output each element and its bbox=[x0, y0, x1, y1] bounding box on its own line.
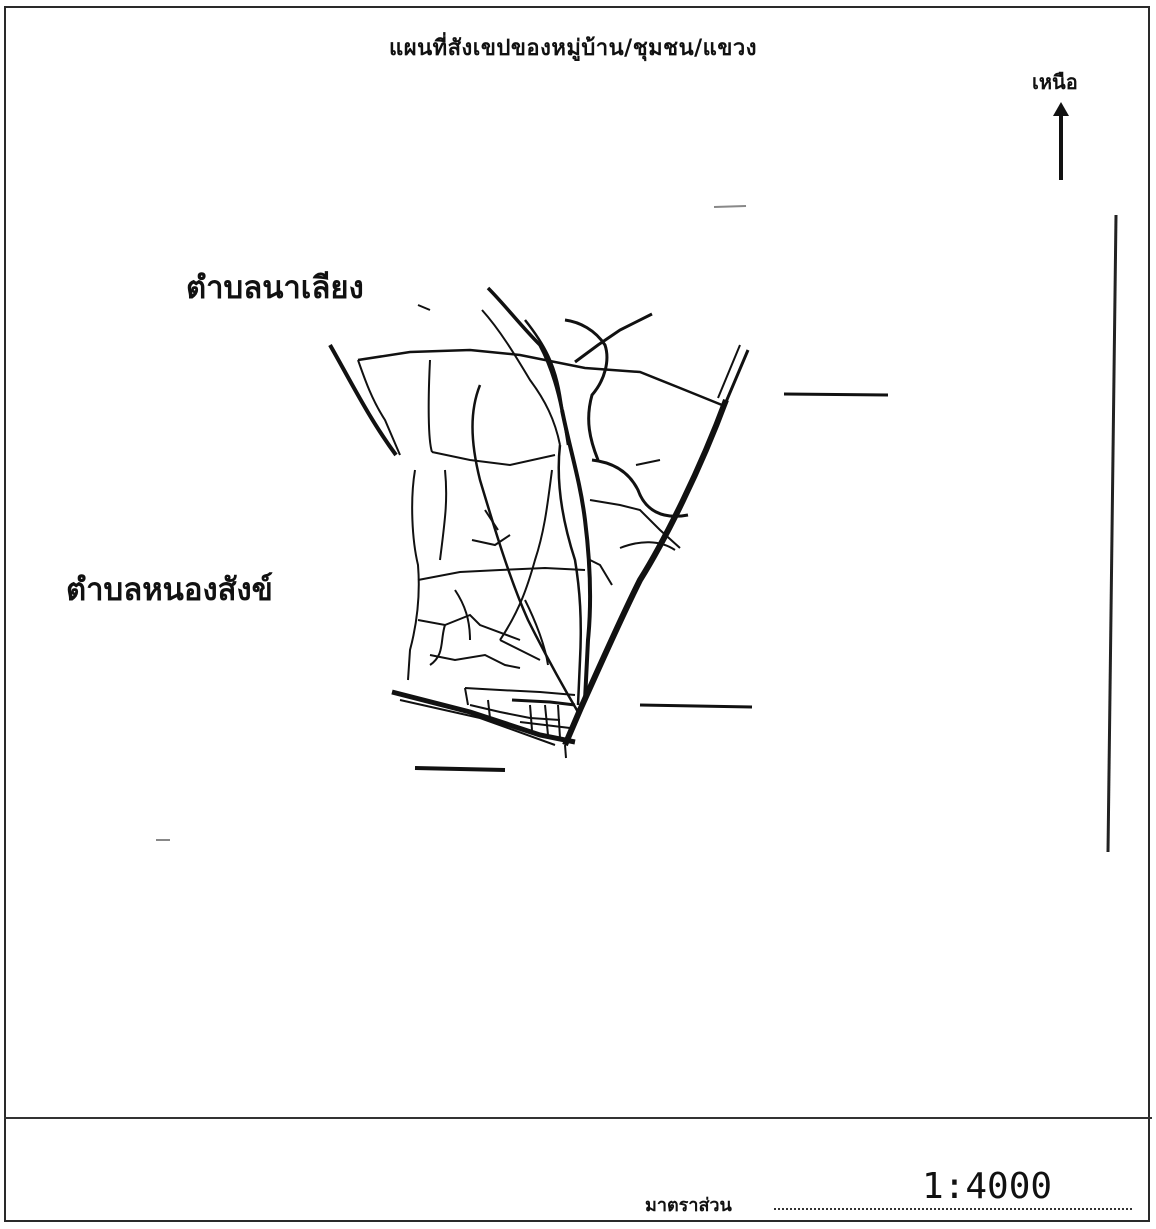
road-west-9 bbox=[484, 509, 499, 531]
road-west-10 bbox=[454, 589, 471, 641]
map-title: แผนที่สังเขปของหมู่บ้าน/ชุมชน/แขวง bbox=[389, 36, 757, 61]
boundary-right-road bbox=[562, 398, 729, 747]
road-east-1 bbox=[591, 458, 689, 518]
road-south-10 bbox=[564, 744, 567, 759]
map-sheet bbox=[4, 6, 1150, 1222]
road-ne-1 bbox=[574, 312, 653, 364]
road-trunk-4 bbox=[499, 469, 553, 641]
road-top bbox=[357, 348, 723, 407]
road-north-1 bbox=[486, 286, 564, 411]
boundary-left-curve bbox=[328, 344, 398, 457]
footer-divider bbox=[4, 1117, 1152, 1119]
road-west-4 bbox=[417, 566, 586, 581]
road-south-5 bbox=[544, 704, 549, 736]
road-west-11 bbox=[429, 624, 446, 666]
road-north-2 bbox=[524, 319, 570, 446]
boundary-right-road-upper bbox=[724, 349, 750, 403]
road-south-9 bbox=[464, 687, 469, 706]
marker-dash-1 bbox=[783, 392, 889, 397]
road-nw bbox=[417, 304, 431, 311]
tambon-label-na-liang: ตำบลนาเลียง bbox=[186, 270, 364, 306]
scale-value: 1:4000 bbox=[922, 1166, 1053, 1207]
north-label: เหนือ bbox=[1032, 70, 1078, 94]
road-south-7 bbox=[519, 721, 571, 729]
road-west-13 bbox=[499, 639, 541, 661]
road-west-6 bbox=[417, 613, 521, 641]
road-west-top bbox=[357, 359, 401, 456]
scale-label: มาตราส่วน bbox=[645, 1195, 732, 1216]
road-south-6 bbox=[557, 704, 561, 739]
road-west-8 bbox=[471, 534, 511, 547]
tambon-label-nong-sang: ตำบลหนองสังข์ bbox=[66, 572, 273, 608]
boundary-right-vertical bbox=[1106, 214, 1118, 853]
road-north-3 bbox=[481, 309, 561, 446]
road-south-4 bbox=[529, 704, 533, 731]
road-west-5 bbox=[439, 469, 448, 561]
road-trunk-1 bbox=[560, 409, 593, 701]
scale-dotted-line bbox=[774, 1208, 1132, 1210]
road-south-3 bbox=[469, 704, 561, 721]
road-west-2 bbox=[407, 469, 420, 681]
road-trunk-3 bbox=[471, 384, 580, 713]
road-west-7 bbox=[429, 653, 521, 669]
road-ne-loop bbox=[564, 318, 609, 461]
road-east-3 bbox=[619, 541, 676, 551]
road-south-2 bbox=[511, 698, 576, 707]
road-east-5 bbox=[635, 459, 661, 466]
marker-dash-2 bbox=[639, 703, 753, 709]
marker-dash-3 bbox=[414, 766, 506, 772]
road-west-12 bbox=[524, 599, 549, 666]
boundary-bottom-road bbox=[391, 689, 576, 745]
road-south-8 bbox=[487, 699, 491, 719]
road-south-1 bbox=[464, 687, 576, 696]
road-east-4 bbox=[589, 559, 613, 586]
boundary-right-road-upper-2 bbox=[717, 344, 741, 399]
marker-dash-4 bbox=[713, 205, 747, 208]
road-west-1 bbox=[431, 451, 556, 467]
road-trunk-2 bbox=[557, 444, 583, 706]
road-east-2 bbox=[589, 499, 681, 549]
north-arrow-icon bbox=[1053, 102, 1069, 180]
road-west-3 bbox=[427, 359, 433, 453]
boundary-bottom-road-2 bbox=[399, 699, 556, 746]
